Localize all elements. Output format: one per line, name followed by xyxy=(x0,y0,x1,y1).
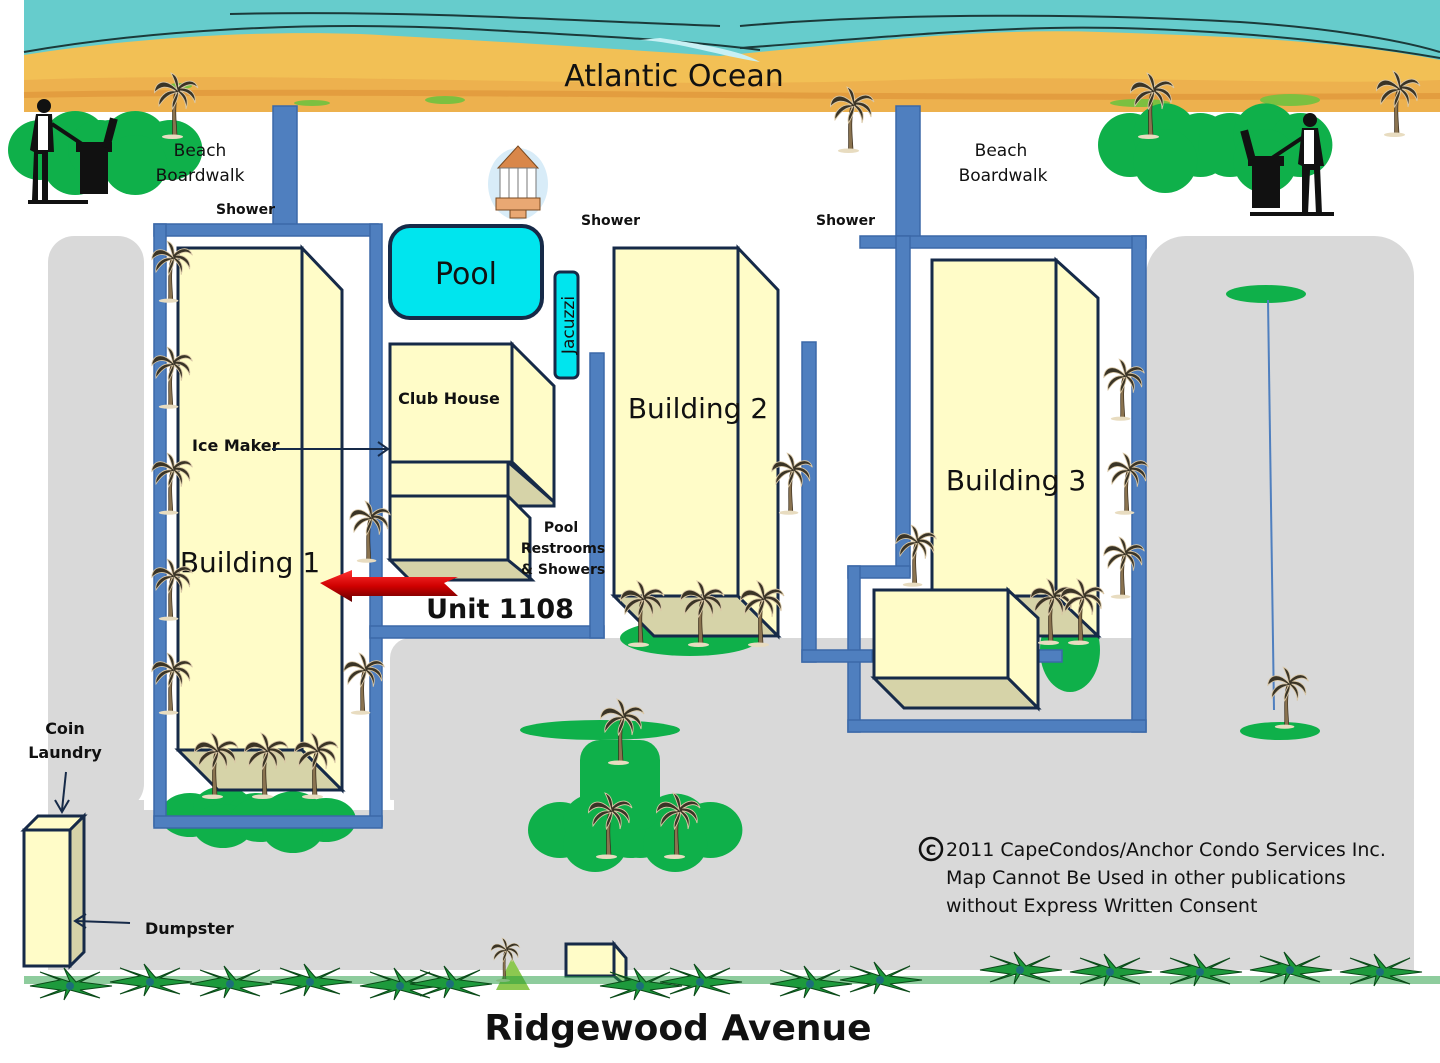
jacuzzi-label: Jacuzzi xyxy=(559,296,579,355)
jacuzzi[interactable]: Jacuzzi xyxy=(553,270,580,380)
building-2[interactable]: Building 2 xyxy=(610,244,782,640)
boardwalk-1-label-2: Boardwalk xyxy=(156,166,245,186)
building-3-label: Building 3 xyxy=(946,464,1086,497)
coin-laundry-building[interactable] xyxy=(20,812,88,970)
building-2-label: Building 2 xyxy=(628,392,768,425)
shower-2-label: Shower xyxy=(581,213,640,229)
dumpster-arrow xyxy=(73,913,131,929)
gazebo-icon xyxy=(488,145,548,220)
entrance-booth xyxy=(564,939,628,990)
ocean-label: Atlantic Ocean xyxy=(564,59,784,94)
beach-header: Atlantic Ocean xyxy=(23,0,1440,112)
unit-highlight[interactable]: Unit 1108 xyxy=(320,570,574,625)
copyright-notice: C 2011 CapeCondos/Anchor Condo Services … xyxy=(918,836,1386,917)
ice-maker: Ice Maker xyxy=(192,436,390,457)
pool-label: Pool xyxy=(435,257,497,292)
hedge-row xyxy=(24,951,1440,1001)
club-house-label: Club House xyxy=(398,389,500,408)
unit-arrow xyxy=(320,570,458,602)
building-1[interactable]: Building 1 xyxy=(174,244,346,794)
palm-tree-icon xyxy=(349,500,391,564)
copyright-line-2: Map Cannot Be Used in other publications xyxy=(946,867,1346,889)
pool[interactable]: Pool xyxy=(388,224,544,320)
copyright-icon xyxy=(918,836,944,862)
pool-restrooms-label-1: Pool xyxy=(544,520,578,536)
building-3-annex[interactable] xyxy=(870,586,1042,712)
pool-restrooms-label-3: & Showers xyxy=(521,562,605,578)
grill-person-icon-left xyxy=(28,99,118,204)
coin-laundry-label-1: Coin xyxy=(45,719,85,738)
grill-person-icon-right xyxy=(1240,113,1334,216)
palm-tree-icon xyxy=(830,86,875,154)
copyright-line-1: 2011 CapeCondos/Anchor Condo Services In… xyxy=(946,839,1386,861)
building-1-label: Building 1 xyxy=(180,546,320,579)
copyright-symbol-text: C xyxy=(926,843,936,859)
unit-label: Unit 1108 xyxy=(426,594,574,625)
club-house[interactable]: Club House xyxy=(388,340,556,508)
boardwalk-2-label-2: Boardwalk xyxy=(959,166,1048,186)
boardwalk-2-label-1: Beach xyxy=(975,141,1028,161)
pool-restrooms-label-2: Restrooms xyxy=(521,541,605,557)
dumpster-label: Dumpster xyxy=(145,919,234,938)
copyright-line-3: without Express Written Consent xyxy=(946,895,1257,917)
coin-laundry-arrow xyxy=(54,771,70,814)
pool-restrooms[interactable]: Pool Restrooms & Showers xyxy=(386,492,605,582)
shower-1-label: Shower xyxy=(216,202,275,218)
coin-laundry-label-2: Laundry xyxy=(28,743,102,762)
ice-maker-label: Ice Maker xyxy=(192,436,280,455)
boardwalk-1-label-1: Beach xyxy=(174,141,227,161)
road-name: Ridgewood Avenue xyxy=(484,1008,871,1049)
shower-3-label: Shower xyxy=(816,213,875,229)
building-3[interactable]: Building 3 xyxy=(928,256,1102,640)
